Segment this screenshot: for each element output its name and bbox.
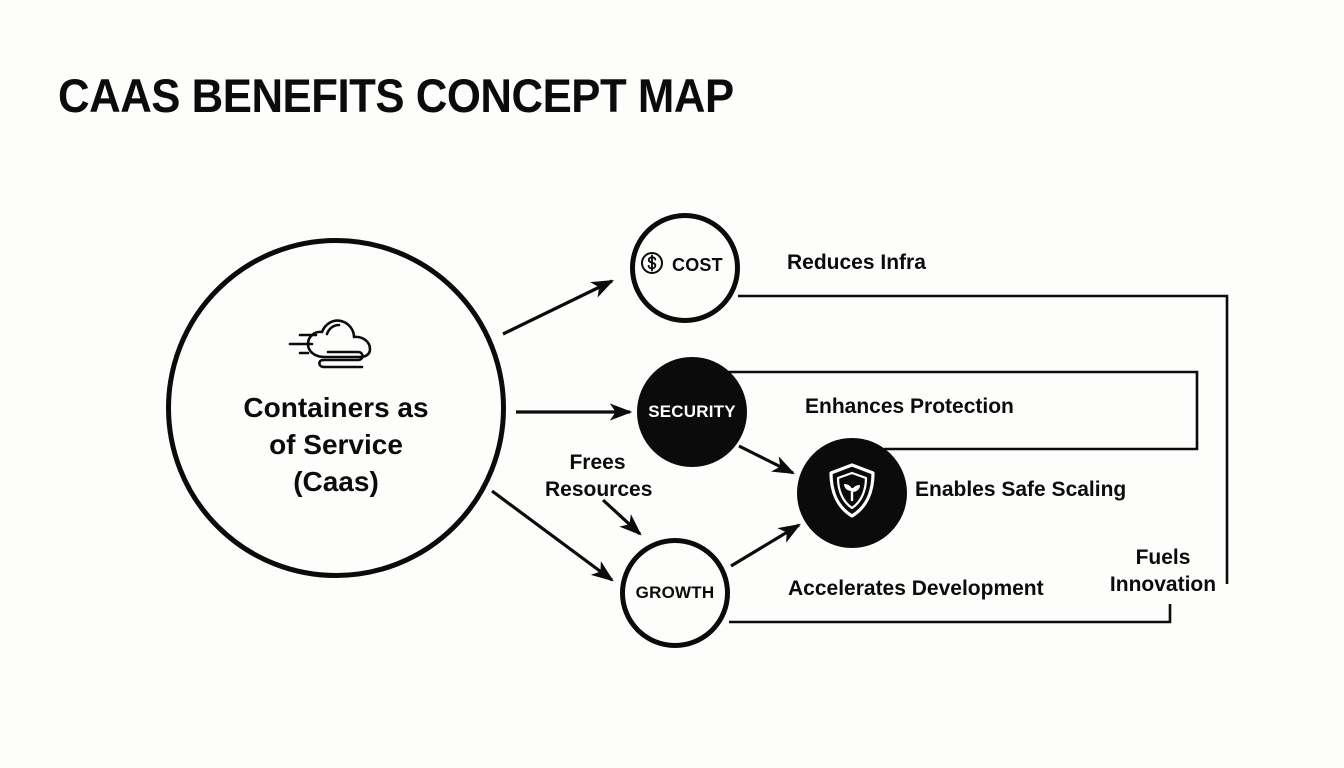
node-cost-content: COST — [639, 250, 723, 281]
edge-label-accelerates-development: Accelerates Development — [788, 577, 1044, 600]
node-safe-scaling[interactable] — [797, 438, 907, 548]
edge-hub-to-cost — [502, 279, 615, 336]
node-security[interactable]: SECURITY — [637, 357, 747, 467]
edge-label-fuels-innovation: Fuels Innovation — [1109, 546, 1217, 596]
edge-label-enhances-protection: Enhances Protection — [805, 395, 1014, 418]
node-containers-as-a-service[interactable]: Containers as of Service (Caas) — [166, 238, 506, 578]
hub-label: Containers as of Service (Caas) — [243, 392, 429, 497]
edge-frees-resources-arrow — [601, 498, 642, 536]
dollar-circle-icon — [639, 250, 665, 281]
node-cost-label: COST — [672, 255, 723, 275]
edge-growth-orthogonal — [729, 604, 1172, 624]
cloud-wind-icon — [278, 315, 394, 378]
edge-security-orthogonal — [714, 370, 1199, 451]
edge-label-enables-safe-scaling: Enables Safe Scaling — [915, 478, 1127, 501]
node-security-label: SECURITY — [648, 402, 736, 421]
edge-growth-to-shield — [730, 523, 801, 568]
shield-leaf-icon — [825, 461, 879, 526]
edge-label-reduces-infra: Reduces Infra — [787, 251, 926, 274]
edge-cost-orthogonal — [738, 294, 1229, 584]
page-title: CAAS BENEFITS CONCEPT MAP — [58, 69, 734, 122]
node-cost[interactable] — [630, 213, 740, 323]
edge-label-frees-resources: Frees Resources — [545, 451, 653, 501]
edge-security-to-shield — [738, 444, 796, 475]
edge-hub-to-growth — [491, 489, 614, 582]
node-growth-label: GROWTH — [635, 583, 715, 602]
node-growth[interactable]: GROWTH — [620, 538, 730, 648]
